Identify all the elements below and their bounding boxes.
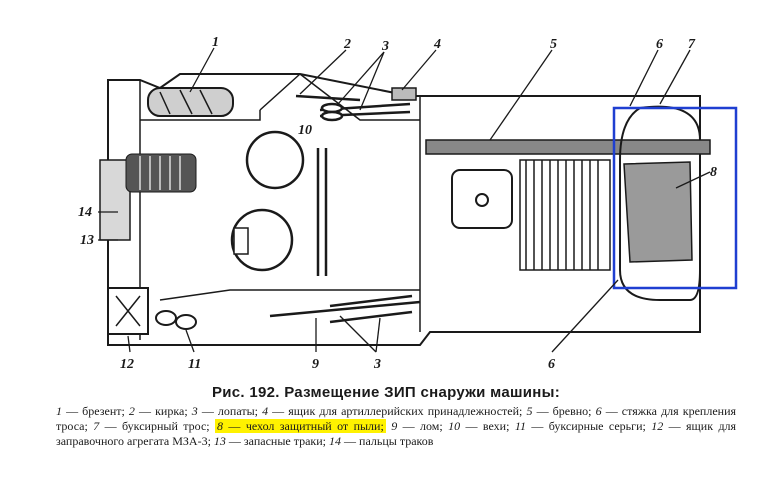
callout-5: 5 [550,37,557,52]
callout-6-bottom: 6 [548,357,555,372]
figure-legend: 1 — брезент; 2 — кирка; 3 — лопаты; 4 — … [56,404,736,449]
spare-tracks [99,153,197,241]
engine-grille [519,159,611,271]
legend-item-number: 5 [526,404,533,418]
legend-item-text: — бревно; [532,404,592,418]
vehicle-top-view-diagram: 1 2 3 4 5 6 7 8 10 14 13 12 11 9 3 6 [78,35,738,372]
crowbar-and-shovels-bottom [269,294,421,324]
legend-item-number: 7 [93,419,100,433]
tow-shackles [155,310,197,330]
figure-caption-title: Рис. 192. Размещение ЗИП снаружи машины: [211,384,561,401]
legend-item: 12 — ящик для заправочного агрегата МЗА-… [56,419,736,448]
callout-13: 13 [80,233,94,248]
callout-14: 14 [78,205,92,220]
legend-item: 5 — бревно; [526,404,591,418]
turret-hatches [230,130,305,272]
legend-item: 10 — вехи; [448,419,509,433]
log [425,139,711,155]
legend-item-number: 10 [448,419,461,433]
legend-item: 8 — чехол защитный от пыли; [215,419,386,433]
selection-box [612,106,738,290]
legend-item-text: — кирка; [134,404,188,418]
callout-1: 1 [212,35,219,50]
callout-6-top: 6 [656,37,663,52]
legend-item: 1 — брезент; [56,404,125,418]
legend-item-text: — ящик для заправочного агрегата МЗА-3; [56,419,737,448]
legend-item-number: 12 [651,419,664,433]
pick-and-shovels-top [295,94,411,122]
legend-item-text: — брезент; [62,404,125,418]
callout-2: 2 [343,37,351,52]
legend-item-text: — ящик для артиллерийских принадлежносте… [268,404,523,418]
legend-item: 14 — пальцы траков [329,434,433,448]
tarpaulin-roll [147,87,234,117]
callout-9: 9 [312,357,319,372]
marker-poles [316,148,328,276]
callout-8: 8 [710,165,717,180]
legend-item-number: 6 [595,404,602,418]
legend-item-text: — пальцы траков [341,434,434,448]
callout-12: 12 [120,357,134,372]
hatch [451,169,513,229]
legend-item-text: — чехол защитный от пыли; [223,419,384,433]
legend-item-number: 14 [329,434,342,448]
legend-item: 7 — буксирный трос; [93,419,209,433]
legend-item-text: — буксирный трос; [99,419,210,433]
legend-item-number: 4 [262,404,269,418]
legend-item: 3 — лопаты; [192,404,258,418]
legend-item-text: — стяжка для крепления троса; [56,404,737,433]
legend-item-number: 3 [191,404,198,418]
callout-10: 10 [298,123,312,138]
legend-item: 6 — стяжка для крепления троса; [56,404,736,433]
legend-item: 9 — лом; [391,419,442,433]
legend-item: 4 — ящик для артиллерийских принадлежнос… [262,404,522,418]
legend-item-text: — вехи; [460,419,510,433]
legend-item-number: 8 [217,419,224,433]
hull-outline [107,73,701,346]
callout-3-bottom: 3 [373,357,381,372]
callout-4: 4 [433,37,441,52]
artillery-box [391,87,417,101]
callout-11: 11 [188,357,201,372]
legend-item-text: — лопаты; [197,404,258,418]
legend-item: 2 — кирка; [129,404,188,418]
legend-item-number: 11 [514,419,526,433]
callout-7: 7 [688,37,696,52]
legend-item-text: — буксирные серьги; [525,419,646,433]
legend-item-number: 13 [213,434,226,448]
legend-item-number: 1 [56,404,62,418]
callout-3-top: 3 [381,39,389,54]
legend-item-text: — запасные траки; [225,434,327,448]
legend-item-number: 9 [391,419,398,433]
legend-item-number: 2 [128,404,135,418]
legend-item: 11 — буксирные серьги; [515,419,646,433]
leader-lines [98,47,711,353]
legend-item: 13 — запасные траки; [214,434,326,448]
refuelling-box [107,287,149,335]
dust-cover [623,161,693,263]
legend-item-text: — лом; [397,419,443,433]
